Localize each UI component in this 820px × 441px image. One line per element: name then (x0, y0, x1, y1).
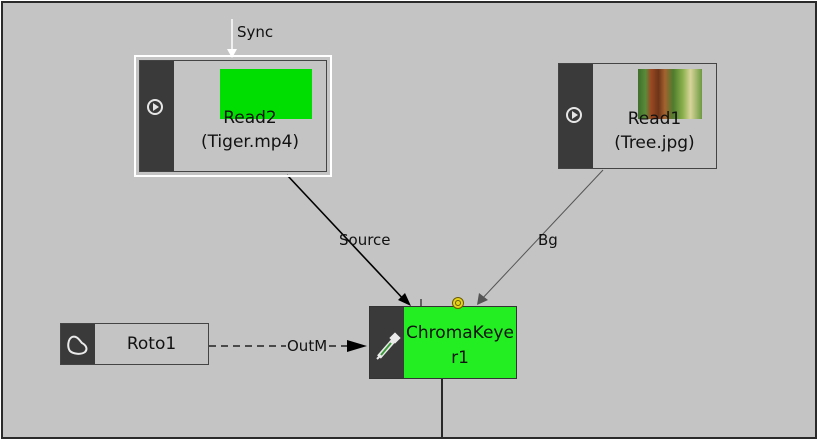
read2-strip (140, 61, 174, 171)
read2-node[interactable]: Read2 (Tiger.mp4) (134, 55, 332, 177)
source-label: Source (339, 231, 391, 249)
play-circle-icon[interactable] (147, 99, 163, 115)
chromakeyer-node[interactable]: ChromaKeye r1 (369, 306, 517, 379)
roto-shape-icon (67, 335, 89, 355)
chromakeyer-name-line1: ChromaKeye (398, 322, 522, 344)
read2-file: (Tiger.mp4) (174, 131, 326, 153)
roto1-node[interactable]: Roto1 (60, 323, 209, 365)
read1-name: Read1 (593, 108, 716, 130)
play-circle-icon[interactable] (566, 107, 582, 123)
read1-file: (Tree.jpg) (593, 132, 716, 154)
bg-label: Bg (538, 231, 558, 249)
roto1-name: Roto1 (95, 333, 208, 355)
read1-node[interactable]: Read1 (Tree.jpg) (558, 63, 717, 169)
chromakeyer-name-line2: r1 (404, 347, 516, 369)
sync-label: Sync (237, 23, 273, 41)
bg-input-indicator[interactable] (452, 297, 464, 309)
read2-name: Read2 (174, 107, 326, 129)
outm-label: OutM (286, 337, 328, 355)
outm-arrowhead (347, 340, 367, 352)
